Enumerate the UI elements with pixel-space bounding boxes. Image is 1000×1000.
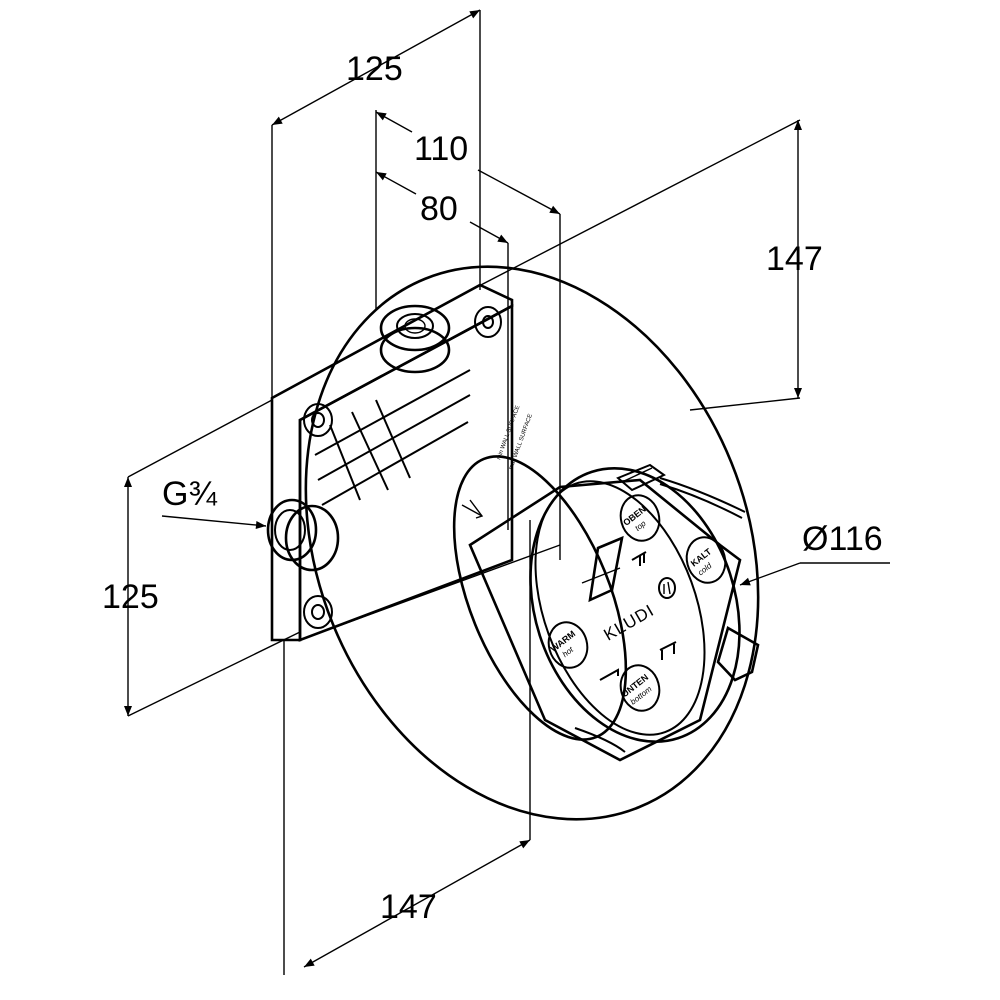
dim-depth-inner: 80 — [420, 190, 458, 228]
dim-bottom-width: 147 — [380, 888, 437, 926]
label-bottom-disc: UNTEN bottom — [620, 664, 661, 712]
dim-height-right: 147 — [766, 240, 823, 278]
dimension-lines — [124, 9, 890, 975]
dim-diameter: Ø116 — [802, 520, 883, 558]
dim-thread: G¾ — [162, 475, 217, 513]
bath-spout-icon — [659, 641, 677, 660]
valve-body — [266, 283, 514, 642]
dim-depth-outer: 110 — [414, 130, 468, 168]
brand-logo-text: KLUDI — [600, 601, 657, 645]
label-cold-disc: KALT cold — [685, 536, 727, 584]
brand-logo-icon — [658, 577, 676, 599]
dim-height-left: 125 — [102, 578, 159, 616]
dim-top-width: 125 — [346, 50, 403, 88]
shower-icon — [631, 551, 647, 566]
cover-rosette: max WALL SURFACE min WALL SURFACE — [299, 265, 760, 821]
cover-cylinder — [452, 455, 760, 762]
spout-icon — [599, 668, 619, 681]
